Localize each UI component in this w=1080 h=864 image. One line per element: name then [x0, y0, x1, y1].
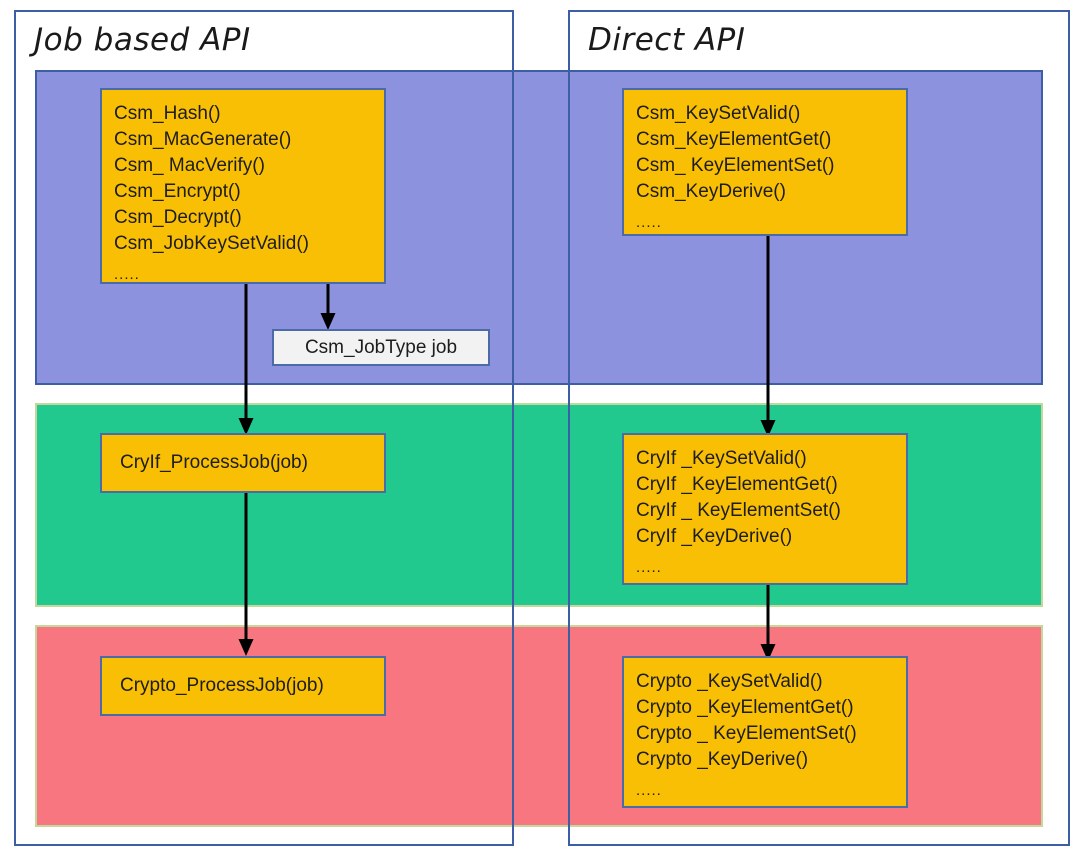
api-line: Crypto _KeySetValid() [636, 671, 823, 692]
api-box-csm-direct[interactable]: Csm_KeySetValid() Csm_KeyElementGet() Cs… [622, 88, 908, 236]
arrow-cryif-to-crypto-job [235, 493, 257, 656]
data-box-csm-jobtype[interactable]: Csm_JobType job [272, 329, 490, 366]
api-line: Crypto _KeyDerive() [636, 749, 809, 770]
api-line: CryIf _ KeyElementSet() [636, 500, 841, 521]
api-line: Csm_ MacVerify() [114, 155, 265, 176]
api-ellipsis: ..... [636, 214, 662, 231]
group-title-direct-api: Direct API [588, 22, 746, 58]
api-box-crypto-direct[interactable]: Crypto _KeySetValid() Crypto _KeyElement… [622, 656, 908, 808]
api-line: Csm_ KeyElementSet() [636, 155, 835, 176]
api-line: Crypto _KeyElementGet() [636, 697, 854, 718]
api-box-cryif-direct[interactable]: CryIf _KeySetValid() CryIf _KeyElementGe… [622, 433, 908, 585]
api-line: Csm_Encrypt() [114, 181, 241, 202]
api-line: Csm_JobKeySetValid() [114, 233, 310, 254]
api-line: Csm_KeyElementGet() [636, 129, 832, 150]
api-ellipsis: ..... [636, 559, 662, 576]
arrow-cryif-to-crypto-direct [757, 585, 779, 661]
api-line: CryIf_ProcessJob(job) [120, 452, 308, 473]
api-line: Csm_Hash() [114, 103, 221, 124]
api-line: Crypto _ KeyElementSet() [636, 723, 857, 744]
arrow-csm-to-cryif-direct [757, 236, 779, 437]
api-box-csm-job[interactable]: Csm_Hash() Csm_MacGenerate() Csm_ MacVer… [100, 88, 386, 284]
api-ellipsis: ..... [114, 266, 140, 283]
group-frame-job-based-api [14, 10, 514, 846]
api-box-crypto-processjob[interactable]: Crypto_ProcessJob(job) [100, 656, 386, 716]
api-line: CryIf _KeyElementGet() [636, 474, 838, 495]
api-line: Csm_MacGenerate() [114, 129, 292, 150]
api-box-cryif-processjob[interactable]: CryIf_ProcessJob(job) [100, 433, 386, 493]
arrow-csm-to-cryif-job [235, 283, 257, 435]
api-line: CryIf _KeySetValid() [636, 448, 807, 469]
arrow-csm-to-jobtype [317, 283, 339, 330]
group-title-job-based-api: Job based API [34, 22, 251, 58]
api-line: Csm_Decrypt() [114, 207, 242, 228]
api-ellipsis: ..... [636, 782, 662, 799]
api-line: Csm_KeyDerive() [636, 181, 786, 202]
api-line: CryIf _KeyDerive() [636, 526, 793, 547]
api-line: Crypto_ProcessJob(job) [120, 675, 324, 696]
group-frame-direct-api [568, 10, 1070, 846]
api-line: Csm_KeySetValid() [636, 103, 801, 124]
